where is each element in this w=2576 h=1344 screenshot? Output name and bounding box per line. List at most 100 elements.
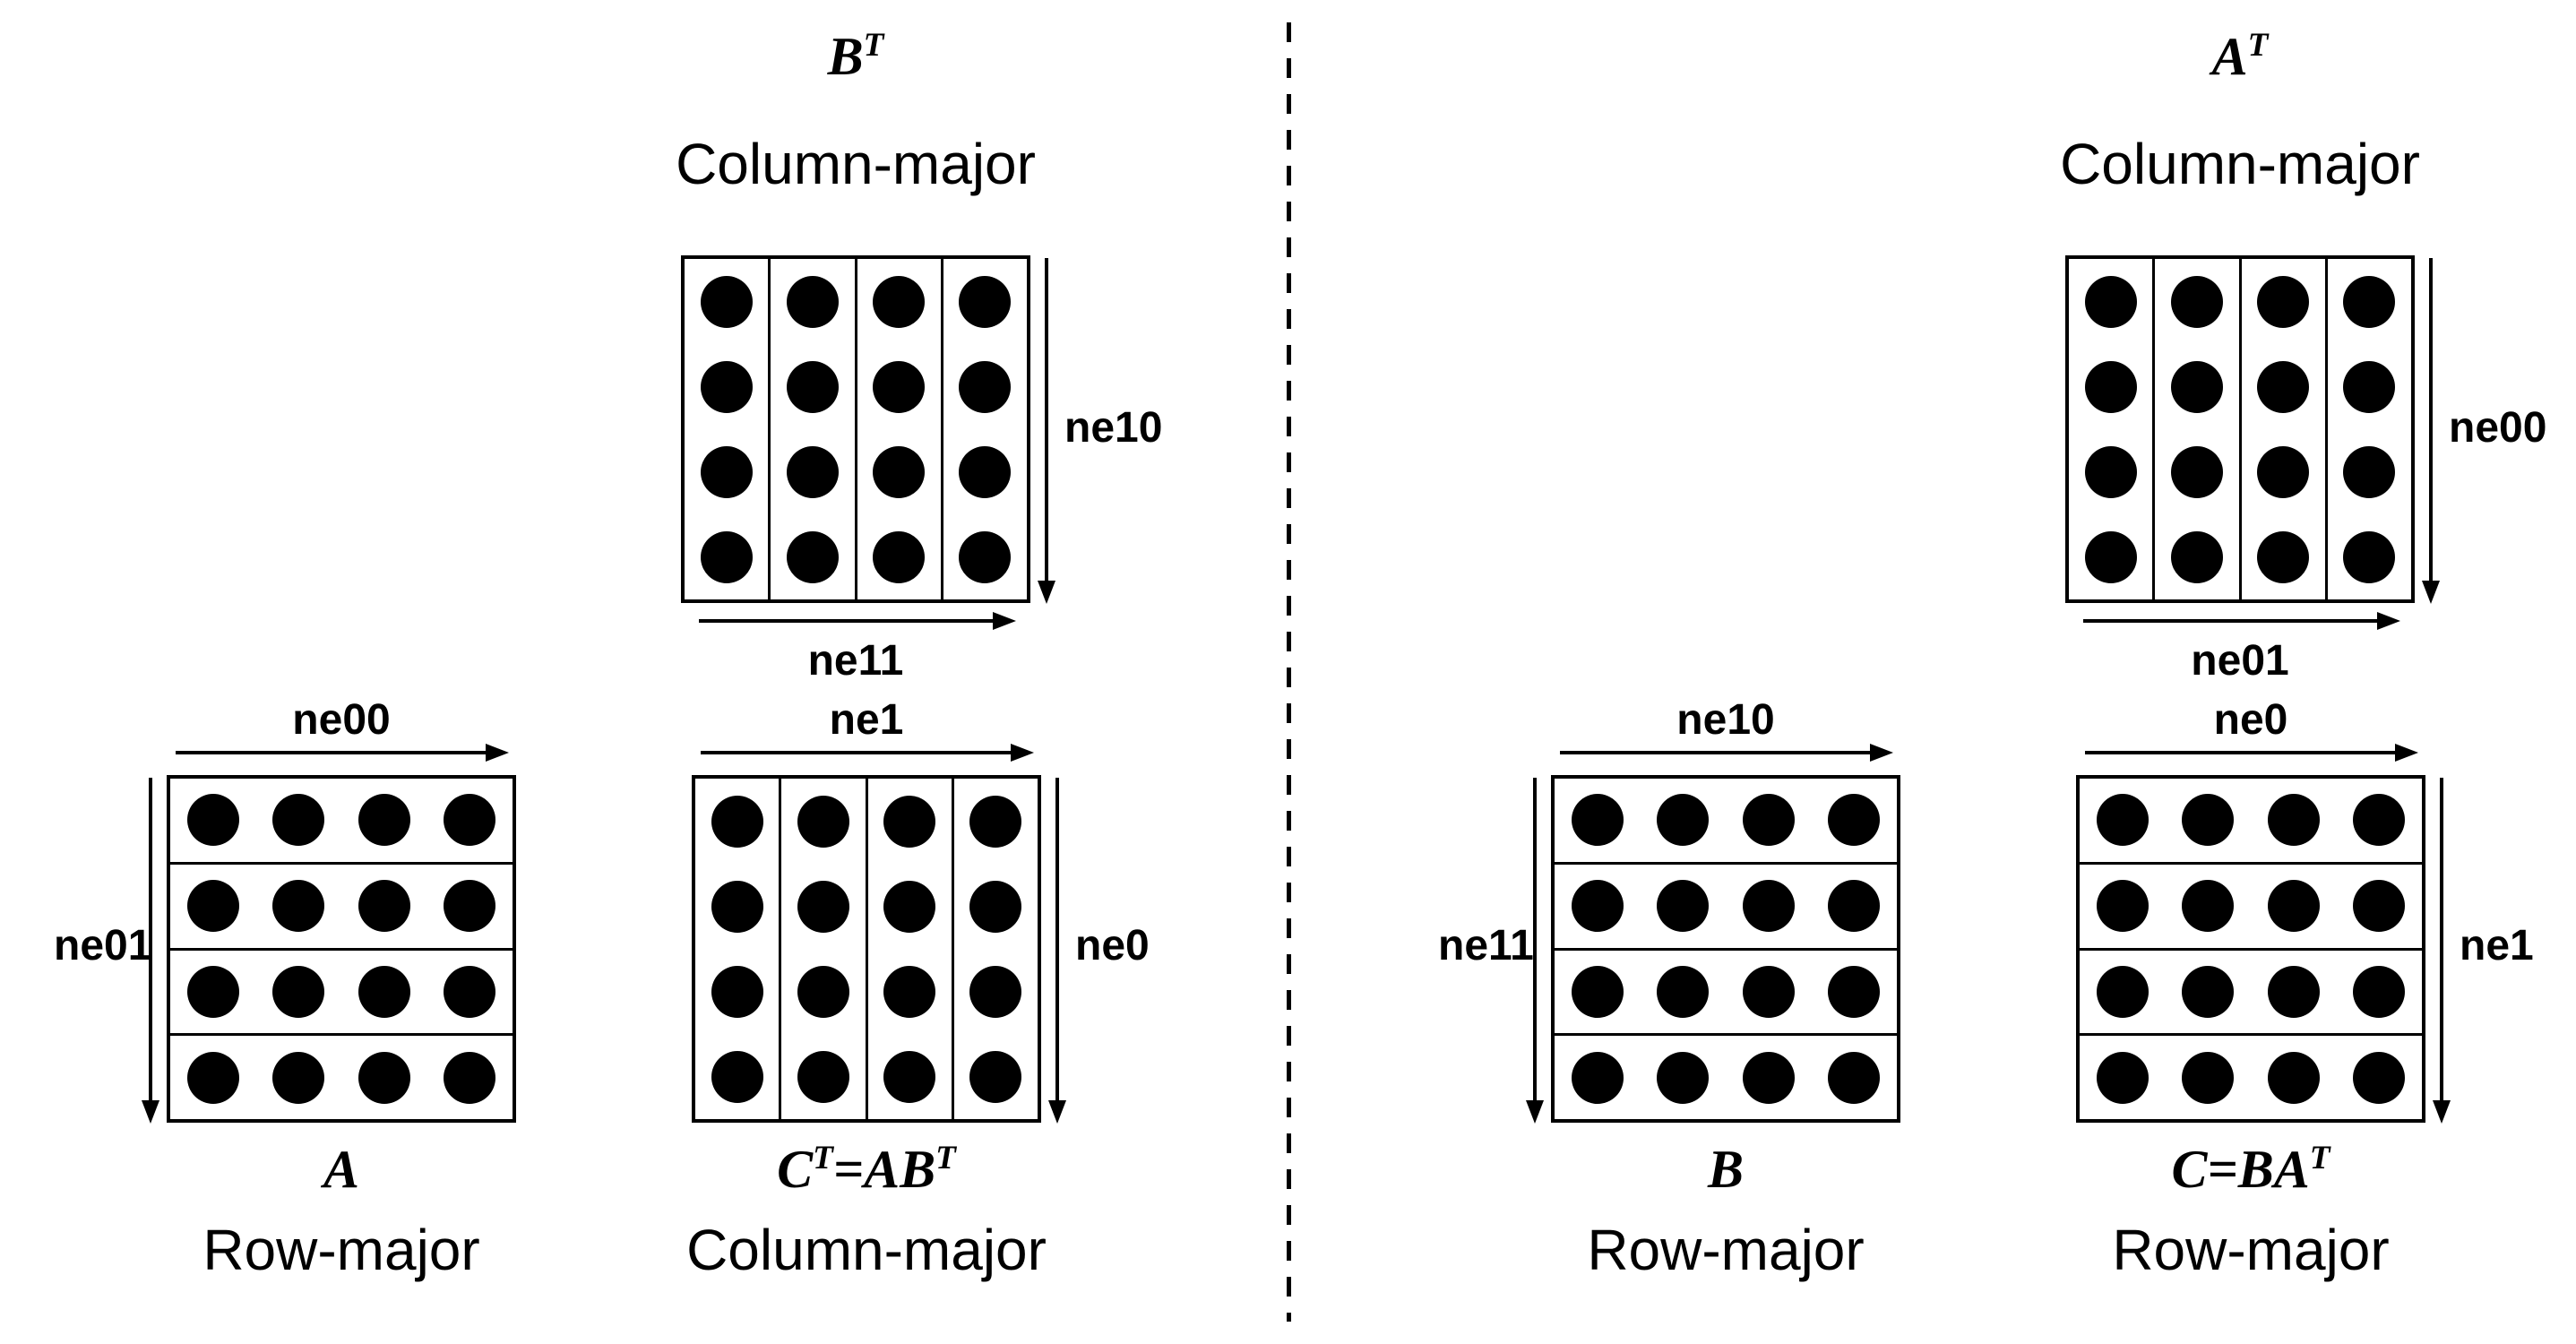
- matrix-element-dot: [1571, 794, 1624, 847]
- matrix-element-dot: [2096, 965, 2149, 1018]
- matrix-element-dot: [700, 275, 753, 328]
- matrix-column-strip: [2152, 259, 2238, 599]
- dimension-label-ne00: ne00: [2449, 404, 2547, 452]
- dimension-arrow-down-icon: [1038, 258, 1055, 604]
- matrix-grid-a-transpose: [2065, 255, 2415, 603]
- storage-order-label: Row-major: [2112, 1218, 2390, 1282]
- dimension-label-ne01: ne01: [2191, 637, 2289, 685]
- matrix-row-strip: [1555, 861, 1897, 948]
- matrix-element-dot: [358, 880, 410, 933]
- matrix-name-a: A: [323, 1140, 360, 1199]
- matrix-element-dot: [1742, 794, 1795, 847]
- matrix-element-dot: [2182, 1051, 2235, 1104]
- matrix-element-dot: [873, 275, 926, 328]
- matrix-row-strip: [170, 861, 513, 948]
- matrix-element-dot: [711, 880, 763, 933]
- storage-order-label: Row-major: [1587, 1218, 1865, 1282]
- matrix-element-dot: [1828, 1051, 1881, 1104]
- matrix-element-dot: [2170, 275, 2223, 328]
- matrix-element-dot: [2257, 360, 2310, 413]
- matrix-element-dot: [1657, 880, 1710, 933]
- matrix-element-dot: [1828, 965, 1881, 1018]
- matrix-row-strip: [1555, 1033, 1897, 1119]
- matrix-element-dot: [186, 1051, 239, 1104]
- matrix-grid-b-transpose: [681, 255, 1030, 603]
- matrix-element-dot: [969, 795, 1022, 848]
- dimension-arrow-right-icon: [699, 612, 1016, 630]
- dimension-arrow-right-icon: [176, 744, 509, 762]
- superscript: T: [2247, 27, 2269, 64]
- storage-order-label: Column-major: [2060, 132, 2420, 196]
- storage-order-label: Column-major: [686, 1218, 1047, 1282]
- matrix-element-dot: [2343, 445, 2396, 498]
- matrix-element-dot: [2170, 360, 2223, 413]
- storage-order-label: Row-major: [202, 1218, 480, 1282]
- matrix-column-strip: [2069, 259, 2152, 599]
- dimension-label-ne1: ne1: [2460, 922, 2534, 969]
- matrix-row-strip: [2080, 947, 2422, 1034]
- matrix-element-dot: [358, 794, 410, 847]
- matrix-element-dot: [711, 795, 763, 848]
- matrix-element-dot: [786, 445, 839, 498]
- matrix-element-dot: [1742, 965, 1795, 1018]
- matrix-column-strip: [854, 259, 941, 599]
- matrix-element-dot: [2257, 530, 2310, 583]
- matrix-element-dot: [2182, 880, 2235, 933]
- dimension-label-ne1: ne1: [829, 696, 904, 744]
- matrix-block-b-transpose: BT Column-major ne10 ne11: [627, 27, 1183, 694]
- matrix-row-strip: [170, 779, 513, 862]
- matrix-element-dot: [272, 794, 325, 847]
- superscript: T: [935, 1140, 956, 1176]
- matrix-row-strip: [2080, 1033, 2422, 1119]
- matrix-element-dot: [1657, 794, 1710, 847]
- dimension-arrow-right-icon: [701, 744, 1034, 762]
- matrix-element-dot: [797, 880, 849, 933]
- matrix-element-dot: [272, 880, 325, 933]
- matrix-element-dot: [786, 275, 839, 328]
- matrix-element-dot: [883, 965, 936, 1018]
- matrix-element-dot: [1742, 880, 1795, 933]
- matrix-element-dot: [1571, 880, 1624, 933]
- dimension-arrow-down-icon: [2422, 258, 2440, 604]
- matrix-element-dot: [2267, 880, 2320, 933]
- matrix-element-dot: [2267, 965, 2320, 1018]
- matrix-element-dot: [272, 1051, 325, 1104]
- matrix-element-dot: [2353, 880, 2406, 933]
- matrix-element-dot: [786, 360, 839, 413]
- matrix-element-dot: [2343, 360, 2396, 413]
- matrix-row-strip: [2080, 861, 2422, 948]
- matrix-element-dot: [2267, 1051, 2320, 1104]
- matrix-grid-b: [1551, 775, 1900, 1123]
- matrix-element-dot: [1828, 794, 1881, 847]
- matrix-element-dot: [797, 965, 849, 1018]
- matrix-column-strip: [695, 779, 779, 1119]
- matrix-element-dot: [2096, 1051, 2149, 1104]
- dimension-label-ne11: ne11: [807, 637, 904, 685]
- matrix-element-dot: [2257, 275, 2310, 328]
- matrix-element-dot: [1657, 965, 1710, 1018]
- matrix-name-b: B: [1707, 1140, 1745, 1199]
- matrix-row-strip: [2080, 779, 2422, 862]
- panel-divider-dashed-line: [1287, 22, 1291, 1322]
- matrix-element-dot: [1657, 1051, 1710, 1104]
- matrix-column-strip: [940, 259, 1027, 599]
- dimension-arrow-right-icon: [2083, 612, 2400, 630]
- matrix-element-dot: [186, 794, 239, 847]
- dimension-arrow-right-icon: [1560, 744, 1893, 762]
- dimension-label-ne0: ne0: [2213, 696, 2288, 744]
- matrix-element-dot: [2170, 530, 2223, 583]
- matrix-element-dot: [700, 360, 753, 413]
- matrix-block-a: ne00 ne01 A Row-major: [54, 699, 609, 1326]
- matrix-element-dot: [1571, 965, 1624, 1018]
- matrix-row-strip: [170, 947, 513, 1034]
- matrix-column-strip: [779, 779, 865, 1119]
- matrix-name-c-transpose: CT=ABT: [777, 1140, 956, 1199]
- matrix-column-strip: [865, 779, 952, 1119]
- dimension-arrow-down-icon: [142, 778, 159, 1124]
- dimension-label-ne10: ne10: [1676, 696, 1775, 744]
- matrix-element-dot: [969, 965, 1022, 1018]
- matrix-element-dot: [444, 1051, 496, 1104]
- matrix-element-dot: [711, 965, 763, 1018]
- matrix-name-b-transpose: BT: [827, 27, 884, 86]
